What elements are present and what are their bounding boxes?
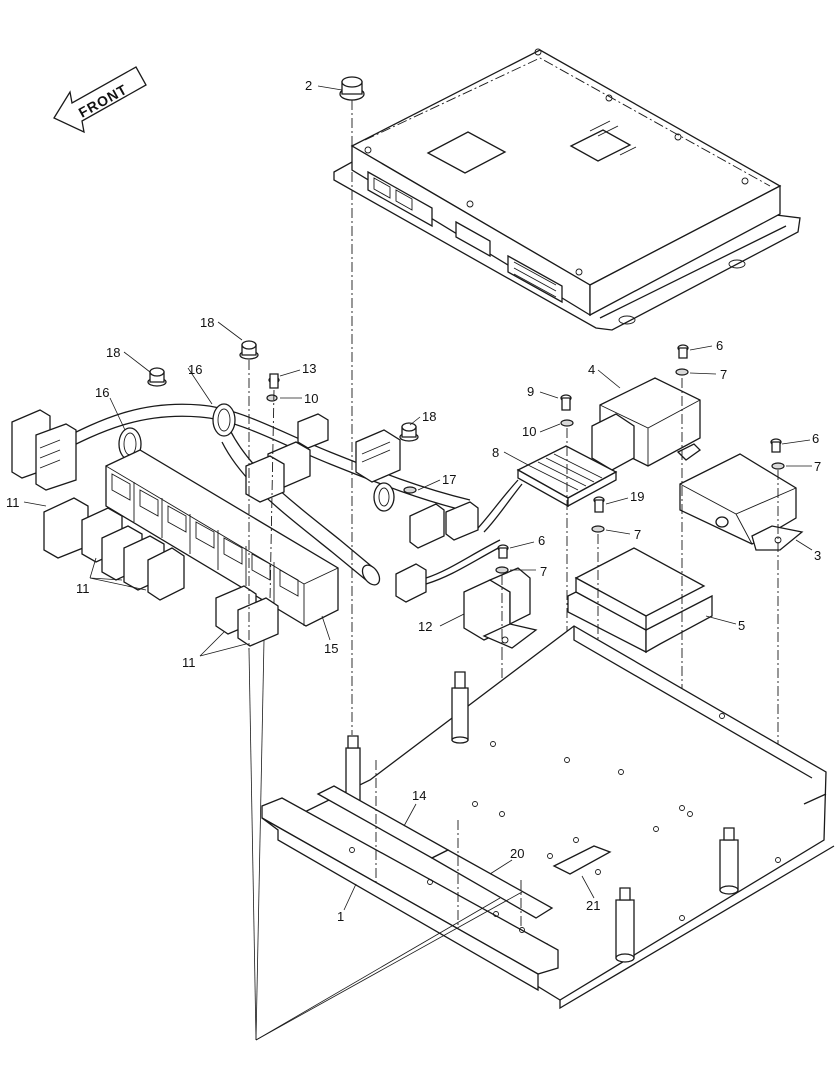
- callout-11: 11: [182, 655, 196, 670]
- callout-11: 11: [6, 495, 20, 510]
- callout-15: 15: [324, 641, 338, 656]
- fastener-set: [495, 344, 785, 870]
- callout-11: 11: [76, 581, 90, 596]
- callout-9: 9: [527, 384, 534, 399]
- base-plate: [261, 625, 835, 1010]
- callout-labels: 2 18 18 18 16 16 13 10 10 17 9 8 4 6 7 6…: [6, 78, 821, 924]
- callout-3: 3: [814, 548, 821, 563]
- callout-16: 16: [188, 362, 202, 377]
- callout-1: 1: [337, 909, 344, 924]
- callout-10: 10: [304, 391, 318, 406]
- callout-17: 17: [442, 472, 456, 487]
- callout-18: 18: [106, 345, 120, 360]
- part-3-box: [679, 453, 804, 551]
- callout-2: 2: [305, 78, 312, 93]
- callout-13: 13: [302, 361, 316, 376]
- callout-18: 18: [422, 409, 436, 424]
- callout-12: 12: [418, 619, 432, 634]
- wire-harness: [11, 403, 503, 647]
- callout-19: 19: [630, 489, 644, 504]
- callout-20: 20: [510, 846, 524, 861]
- bolt-18-icon: [147, 340, 419, 650]
- callout-7: 7: [634, 527, 641, 542]
- callout-6: 6: [716, 338, 723, 353]
- leader-lines: [23, 85, 813, 1041]
- callout-7: 7: [720, 367, 727, 382]
- callout-18: 18: [200, 315, 214, 330]
- part-5-block: [567, 547, 713, 654]
- part-12-relay: [463, 567, 538, 649]
- callout-7: 7: [540, 564, 547, 579]
- callout-6: 6: [812, 431, 819, 446]
- callout-8: 8: [492, 445, 499, 460]
- part-4-box: [591, 377, 702, 471]
- relay-block: [105, 449, 339, 627]
- callout-6: 6: [538, 533, 545, 548]
- front-arrow-icon: FRONT: [53, 66, 147, 134]
- callout-21: 21: [586, 898, 600, 913]
- bolt-2-icon: [339, 76, 365, 735]
- callout-4: 4: [588, 362, 595, 377]
- callout-5: 5: [738, 618, 745, 633]
- callout-10: 10: [522, 424, 536, 439]
- callout-16: 16: [95, 385, 109, 400]
- callout-14: 14: [412, 788, 426, 803]
- controller-unit: [333, 48, 801, 331]
- callout-7: 7: [814, 459, 821, 474]
